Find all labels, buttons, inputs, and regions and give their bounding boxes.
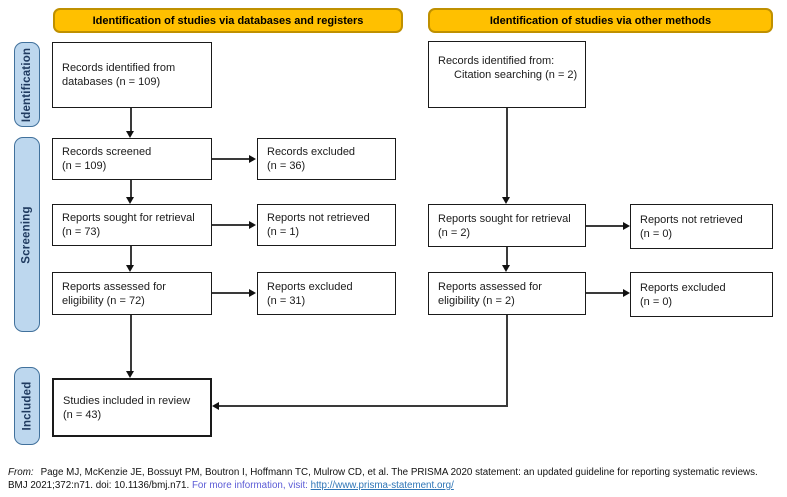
box-text: databases (n = 109) — [62, 76, 161, 88]
box-studies-included: Studies included in review (n = 43) — [52, 378, 212, 437]
header-other-methods-label: Identification of studies via other meth… — [489, 14, 712, 27]
arrow-sought-to-not-retrieved — [212, 224, 249, 226]
arrowhead-left-icon — [212, 401, 219, 410]
box-text: (n = 31) — [267, 294, 306, 307]
box-text: Records excluded — [267, 146, 356, 158]
footer-more-info-text: For more information, visit: — [191, 479, 308, 491]
arrow-assessed-to-included — [130, 315, 132, 371]
arrow-sought-to-assessed — [130, 246, 132, 265]
arrowhead-right-icon — [623, 221, 630, 230]
box-text: Reports assessed for — [438, 280, 542, 293]
box-text: (n = 2) — [438, 226, 471, 239]
header-other-methods: Identification of studies via other meth… — [428, 8, 773, 33]
arrow-other-sought-to-assessed — [506, 247, 508, 265]
arrowhead-down-icon — [502, 265, 510, 272]
prisma-statement-link[interactable]: http://www.prisma-statement.org/ — [310, 479, 454, 491]
phase-label-included-text: Included — [21, 381, 34, 431]
box-text: Reports not retrieved — [640, 213, 743, 226]
arrow-screened-to-excluded — [212, 158, 249, 160]
arrow-assessed-to-excluded — [212, 292, 249, 294]
arrowhead-down-icon — [502, 197, 510, 204]
arrowhead-down-icon — [126, 131, 134, 138]
box-text: eligibility (n = 2) — [438, 294, 515, 307]
box-text: Records screened — [62, 146, 152, 158]
box-text: Reports assessed for — [62, 280, 166, 293]
phase-label-screening: Screening — [14, 137, 40, 332]
arrowhead-right-icon — [249, 288, 256, 297]
box-other-reports-assessed: Reports assessed for eligibility (n = 2) — [428, 272, 586, 315]
box-records-screened: Records screened (n = 109) — [52, 138, 212, 180]
box-text: Records identified from — [62, 62, 176, 74]
arrowhead-down-icon — [126, 371, 134, 378]
phase-label-identification-text: Identification — [21, 47, 34, 122]
arrow-identified-to-screened — [130, 108, 132, 131]
box-text: (n = 43) — [63, 408, 102, 421]
arrow-other-sought-to-not-retrieved — [586, 225, 623, 227]
footer-line-2: BMJ 2021;372:n71. doi: 10.1136/bmj.n71. … — [8, 480, 783, 493]
box-text: Citation searching (n = 2) — [454, 69, 578, 81]
box-records-excluded: Records excluded (n = 36) — [257, 138, 396, 180]
box-text: (n = 0) — [640, 227, 673, 240]
arrowhead-right-icon — [623, 288, 630, 297]
box-records-identified-databases: Records identified from databases (n = 1… — [52, 42, 212, 108]
box-text: Reports sought for retrieval — [62, 212, 195, 224]
footer-citation-text: Page MJ, McKenzie JE, Bossuyt PM, Boutro… — [40, 467, 758, 478]
footer-ref-text: BMJ 2021;372:n71. doi: 10.1136/bmj.n71. — [8, 479, 190, 491]
box-other-reports-sought: Reports sought for retrieval (n = 2) — [428, 204, 586, 247]
box-reports-sought: Reports sought for retrieval (n = 73) — [52, 204, 212, 246]
box-text: (n = 0) — [640, 295, 673, 308]
box-text: (n = 36) — [267, 160, 306, 172]
arrow-other-identified-to-sought — [506, 108, 508, 197]
box-text: Reports not retrieved — [267, 212, 370, 224]
box-text: Studies included in review — [63, 394, 191, 407]
arrowhead-right-icon — [249, 154, 256, 163]
box-reports-not-retrieved: Reports not retrieved (n = 1) — [257, 204, 396, 246]
arrowhead-down-icon — [126, 265, 134, 272]
box-text: Reports excluded — [267, 280, 353, 293]
arrowhead-right-icon — [249, 220, 256, 229]
footer-line-1: From: Page MJ, McKenzie JE, Bossuyt PM, B… — [8, 467, 783, 480]
box-text: (n = 109) — [62, 160, 107, 172]
box-other-reports-not-retrieved: Reports not retrieved (n = 0) — [630, 204, 773, 249]
box-other-reports-excluded: Reports excluded (n = 0) — [630, 272, 773, 317]
box-other-records-identified: Records identified from: Citation search… — [428, 41, 586, 108]
arrow-other-assessed-to-excluded — [586, 292, 623, 294]
arrow-other-assessed-elbow-horizontal — [219, 405, 508, 407]
header-databases-registers-label: Identification of studies via databases … — [92, 14, 364, 27]
footer-from-label: From: — [8, 467, 34, 478]
box-text: eligibility (n = 72) — [62, 294, 145, 307]
phase-label-included: Included — [14, 367, 40, 445]
arrowhead-down-icon — [126, 197, 134, 204]
arrow-other-assessed-elbow-vertical — [506, 315, 508, 406]
box-text: (n = 1) — [267, 226, 300, 238]
box-text: Reports excluded — [640, 281, 726, 294]
footer-citation: From: Page MJ, McKenzie JE, Bossuyt PM, B… — [8, 467, 783, 492]
box-text: (n = 73) — [62, 226, 101, 238]
phase-label-identification: Identification — [14, 42, 40, 127]
phase-label-screening-text: Screening — [21, 205, 33, 264]
arrow-screened-to-sought — [130, 180, 132, 197]
box-text: Reports sought for retrieval — [438, 212, 571, 225]
box-text: Records identified from: — [438, 55, 555, 67]
box-reports-assessed: Reports assessed for eligibility (n = 72… — [52, 272, 212, 315]
box-reports-excluded: Reports excluded (n = 31) — [257, 272, 396, 315]
header-databases-registers: Identification of studies via databases … — [53, 8, 403, 33]
